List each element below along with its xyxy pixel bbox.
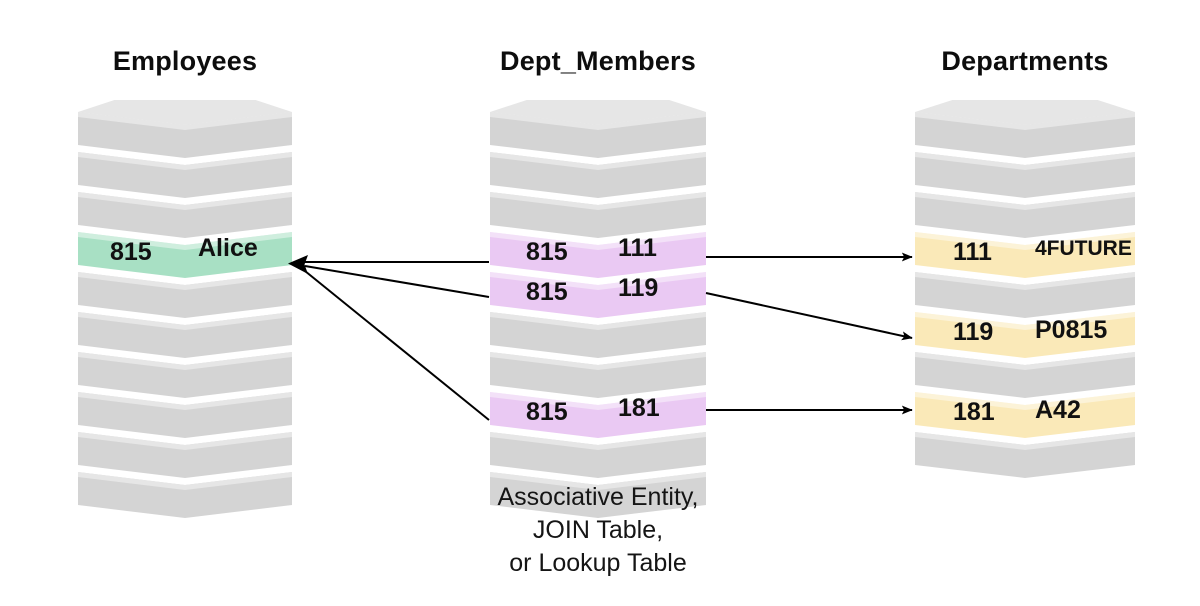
stack-disk-bevel bbox=[490, 152, 706, 170]
stack-disk-bevel bbox=[78, 392, 292, 410]
stack-disk-highlighted bbox=[490, 392, 706, 438]
stack-employees bbox=[78, 100, 292, 543]
stack-disk-bevel bbox=[490, 192, 706, 210]
stack-departments bbox=[915, 100, 1135, 503]
caption-line-2: JOIN Table, bbox=[532, 516, 664, 544]
stack-top-cap bbox=[78, 100, 292, 125]
stack-disk-bevel bbox=[915, 432, 1135, 450]
stack-disk-bevel bbox=[490, 392, 706, 410]
arrow-group-to-employee bbox=[288, 255, 490, 421]
arrow-dm-181-to-alice bbox=[304, 270, 490, 421]
stack-disk-bevel bbox=[490, 352, 706, 370]
stack-disk-highlighted bbox=[915, 392, 1135, 438]
associative-entity-caption: Associative Entity, JOIN Table, or Looku… bbox=[428, 481, 768, 580]
stack-disk-highlighted bbox=[915, 312, 1135, 358]
stack-title-departments: Departments bbox=[941, 46, 1109, 76]
stack-disk-bevel bbox=[490, 312, 706, 330]
stack-disk-bevel bbox=[490, 472, 706, 490]
stack-disk-bevel bbox=[915, 192, 1135, 210]
arrow-dm-119-to-alice bbox=[304, 265, 490, 298]
stack-disk-bevel bbox=[915, 152, 1135, 170]
stack-disk-bevel bbox=[915, 112, 1135, 130]
stack-disk-bevel bbox=[78, 272, 292, 290]
stack-disk-bevel bbox=[78, 352, 292, 370]
stack-disk-bevel bbox=[78, 312, 292, 330]
stack-disk-bevel bbox=[490, 112, 706, 130]
stack-disk-bevel bbox=[78, 432, 292, 450]
stack-employees-graphic bbox=[78, 100, 292, 518]
stack-disk-bevel bbox=[78, 192, 292, 210]
stack-disk-highlighted bbox=[78, 232, 292, 278]
stack-disk-bevel bbox=[78, 472, 292, 490]
stack-disk-bevel bbox=[915, 352, 1135, 370]
arrow-dm-119-to-dept-119 bbox=[705, 292, 913, 341]
stack-disk-bevel bbox=[490, 272, 706, 290]
stack-dept-members-graphic bbox=[490, 100, 706, 518]
stack-disk-bevel bbox=[490, 232, 706, 250]
stack-disk-bevel bbox=[490, 432, 706, 450]
stack-title-dept-members: Dept_Members bbox=[500, 46, 696, 76]
stack-departments-graphic bbox=[915, 100, 1135, 478]
stack-disk-highlighted bbox=[490, 232, 706, 278]
stack-disk-bevel bbox=[915, 272, 1135, 290]
stack-disk-bevel bbox=[78, 232, 292, 250]
stack-disk-highlighted bbox=[915, 232, 1135, 278]
stack-title-employees: Employees bbox=[112, 46, 258, 76]
caption-line-1: Associative Entity, bbox=[497, 483, 699, 511]
stack-top-cap bbox=[915, 100, 1135, 125]
stack-dept-members bbox=[490, 100, 706, 543]
stack-disk-bevel bbox=[915, 232, 1135, 250]
stack-disk-bevel bbox=[78, 152, 292, 170]
stack-disk-highlighted bbox=[490, 272, 706, 318]
stack-disk-bevel bbox=[78, 112, 292, 130]
stack-top-cap bbox=[490, 100, 706, 125]
stack-disk-bevel bbox=[915, 392, 1135, 410]
stack-disk-bevel bbox=[915, 312, 1135, 330]
arrow-group-to-departments bbox=[705, 252, 913, 415]
caption-line-3: or Lookup Table bbox=[509, 549, 687, 577]
